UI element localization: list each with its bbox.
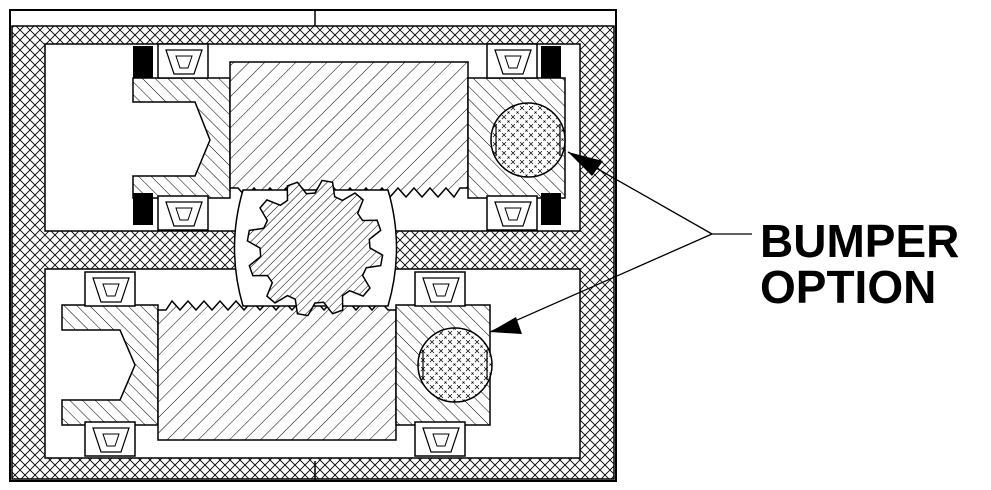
- seal: [541, 46, 561, 78]
- pinion-gear-icon: [233, 179, 398, 317]
- arrowhead: [490, 317, 522, 334]
- gland-seal: [157, 43, 209, 79]
- arrowhead: [568, 152, 603, 176]
- lower-piston: [61, 271, 493, 457]
- gland-seal: [84, 421, 136, 457]
- gland-seal: [84, 271, 136, 307]
- upper-piston: [132, 43, 566, 231]
- bumper-ball-icon: [417, 327, 493, 403]
- bumper-ball-icon: [490, 102, 566, 178]
- gland-seal: [486, 195, 538, 231]
- callout-label-line1: BUMPER: [760, 215, 959, 267]
- bumper-callout: BUMPER OPTION: [489, 151, 959, 334]
- seal: [541, 193, 561, 225]
- seal: [133, 46, 153, 78]
- gland-seal: [414, 271, 466, 307]
- seal: [133, 193, 153, 225]
- gland-seal: [486, 43, 538, 79]
- gland-seal: [414, 421, 466, 457]
- callout-label-line2: OPTION: [760, 261, 936, 313]
- gland-seal: [157, 195, 209, 231]
